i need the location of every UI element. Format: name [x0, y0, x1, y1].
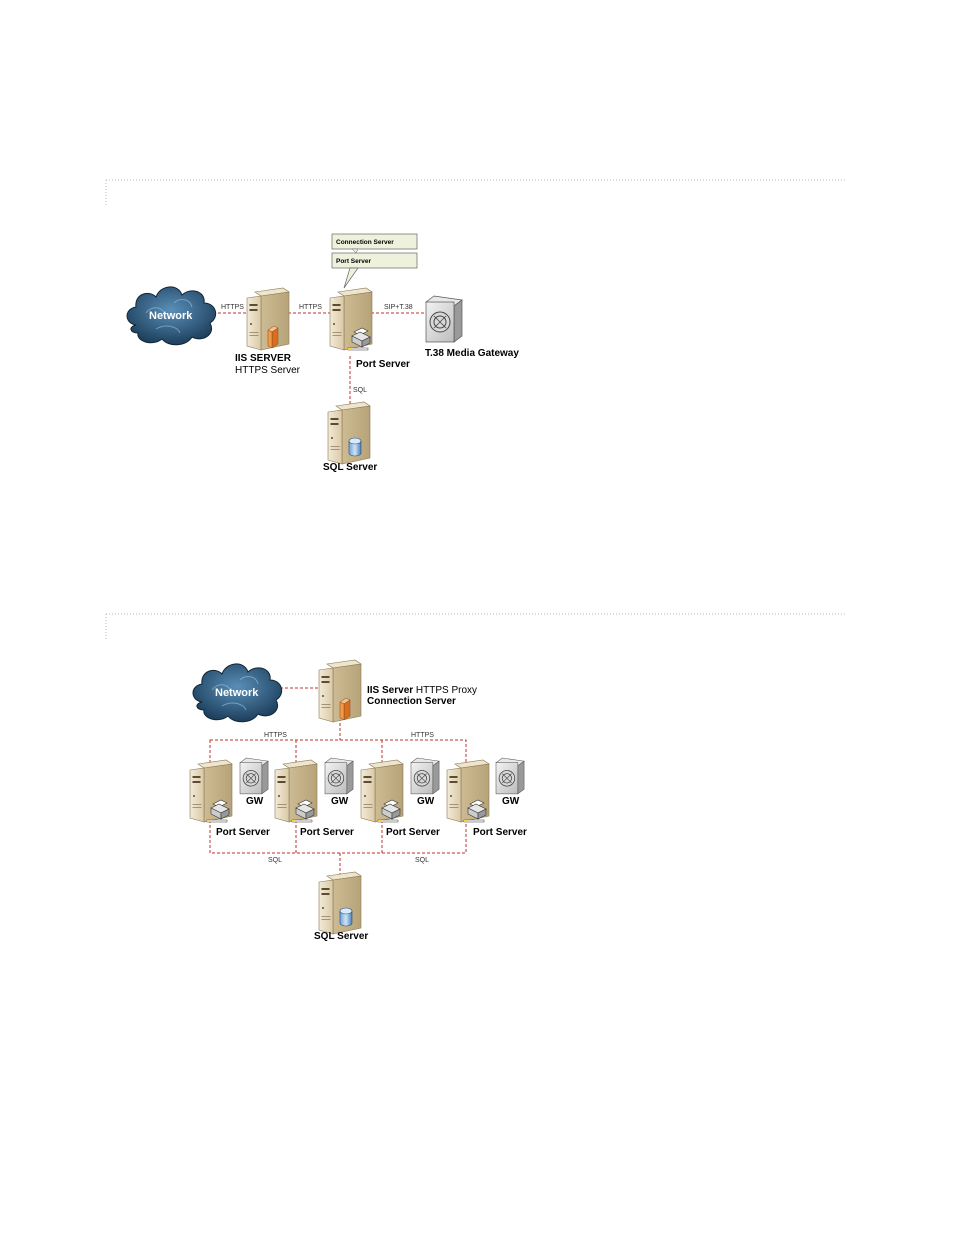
gateway-label: GW: [331, 796, 349, 807]
port-server-label: Port Server: [300, 827, 354, 838]
diagram-2: HTTPS HTTPS SQL SQL Network IIS Server H…: [106, 614, 845, 942]
link-label-sql-left: SQL: [268, 857, 282, 864]
iis-server-title: IIS Server HTTPS Proxy: [367, 685, 477, 696]
iis-server-line2: Connection Server: [367, 696, 456, 707]
link-label-sql-right: SQL: [415, 857, 429, 864]
gateway-icon: [411, 758, 439, 794]
iis-server-title: IIS SERVER: [235, 353, 292, 364]
gateway-icon: [325, 758, 353, 794]
cloud-label: Network: [149, 310, 193, 322]
diagram-1: HTTPS HTTPS SIP+T.38 SQL Network IIS SER…: [106, 180, 845, 473]
callout-connection-server: Connection Server: [336, 239, 394, 246]
link-label-https-2: HTTPS: [299, 304, 322, 311]
link-label-https-right: HTTPS: [411, 732, 434, 739]
gateway-label: GW: [502, 796, 520, 807]
firewall-icon: [268, 326, 278, 348]
callout: Connection Server Port Server: [332, 234, 417, 288]
gateway-label: GW: [417, 796, 435, 807]
port-server-label: Port Server: [473, 827, 527, 838]
gateway-icon: [496, 758, 524, 794]
sql-server-label: SQL Server: [323, 462, 377, 473]
database-icon: [340, 908, 352, 926]
server-icon: [328, 402, 370, 464]
sql-server-label: SQL Server: [314, 931, 368, 942]
server-icon: [319, 872, 361, 934]
database-icon: [349, 438, 361, 456]
iis-server-proxy: HTTPS Proxy: [413, 685, 477, 696]
gateway-label: GW: [246, 796, 264, 807]
iis-server-subtitle: HTTPS Server: [235, 365, 301, 376]
link-label-sip: SIP+T.38: [384, 304, 413, 311]
port-server-label: Port Server: [356, 359, 410, 370]
iis-server-bold: IIS Server: [367, 685, 413, 696]
link-label-https-left: HTTPS: [264, 732, 287, 739]
link-label-sql: SQL: [353, 387, 367, 394]
gateway-icon: [426, 296, 462, 342]
link-label-https-1: HTTPS: [221, 304, 244, 311]
cloud-label: Network: [215, 687, 259, 699]
gateway-label: T.38 Media Gateway: [425, 348, 519, 359]
port-server-label: Port Server: [386, 827, 440, 838]
port-server-label: Port Server: [216, 827, 270, 838]
firewall-icon: [340, 698, 350, 720]
gateway-icon: [240, 758, 268, 794]
callout-port-server: Port Server: [336, 258, 372, 265]
